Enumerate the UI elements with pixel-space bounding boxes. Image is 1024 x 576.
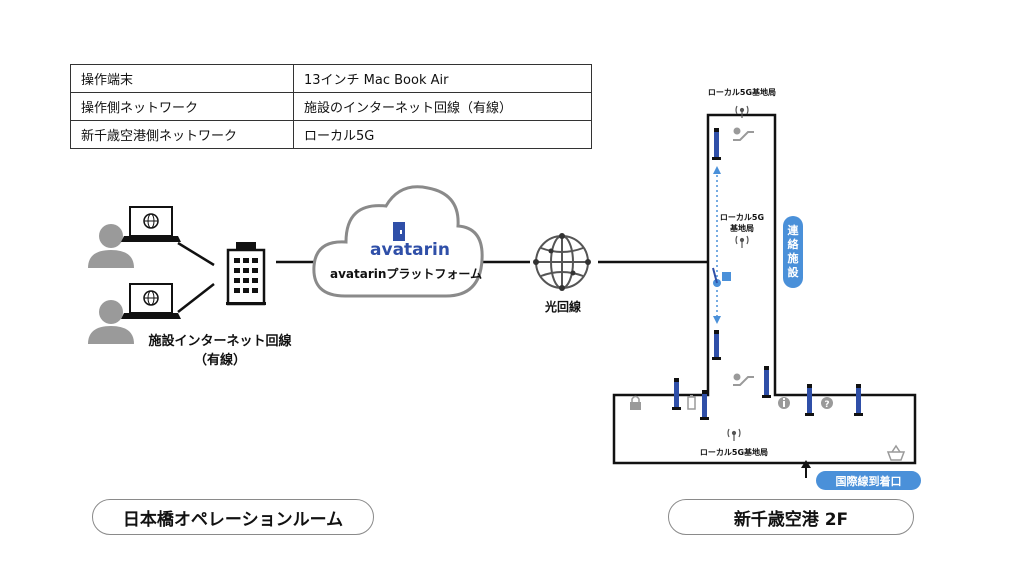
avatar-robot-icon [712,330,721,360]
spec-key: 新千歳空港側ネットワーク [70,120,294,149]
shop-basket-icon [886,444,906,461]
spec-table: 操作端末 13インチ Mac Book Air 操作側ネットワーク 施設のインタ… [70,64,592,149]
airport-floor-plan [612,113,917,465]
fiber-label: 光回線 [544,300,581,314]
cloud-icon [312,185,484,298]
laptop-icon [121,283,181,319]
avatar-robot-icon [854,384,863,416]
avatar-robot-icon [672,378,681,410]
connection-facility-char: 施 [787,252,799,265]
antenna-icon [735,105,749,118]
avatarin-door-icon [393,222,405,241]
escalator-icon [733,127,754,141]
route-arrow-down-icon [713,316,721,324]
base-station-label-mid: ローカル5G 基地局 [718,212,766,234]
avatar-robot-icon [700,390,709,420]
room-label-pill: 日本橋オペレーションルーム [92,499,374,535]
line-label-main: 施設インターネット回線 [148,334,292,349]
table-row: 操作端末 13インチ Mac Book Air [70,64,592,93]
connection-facility-char: 設 [787,266,799,279]
svg-text:?: ? [824,400,829,410]
info-icon [778,397,790,409]
operator-user-icon [88,224,134,268]
connection-facility-badge: 連 絡 施 設 [783,216,803,288]
operator-user-icon [88,300,134,344]
lock-icon [630,395,641,410]
spec-value: ローカル5G [293,120,592,149]
arrival-gate-badge: 国際線到着口 [816,471,921,490]
antenna-icon [727,428,741,441]
line-label: 施設インターネット回線 （有線） [140,330,300,368]
arrow-up-icon [801,460,811,478]
spec-key: 操作端末 [70,64,294,93]
escalator-icon [733,373,754,386]
avatarin-logo: avatarin [370,240,450,260]
base-station-label-bottom: ローカル5G基地局 [699,448,769,457]
floor-label-pill: 新千歳空港 2F [668,499,914,535]
globe-icon [535,235,589,289]
avatar-robot-icon [712,128,721,160]
route-arrow-up-icon [713,166,721,174]
building-icon [226,242,266,306]
table-row: 新千歳空港側ネットワーク ローカル5G [70,120,592,149]
laptop-icon [121,206,181,242]
base-station-mid-line-2: 基地局 [730,224,754,233]
avatar-robot-icon [805,384,814,416]
connection-facility-char: 連 [787,224,799,237]
line-label-sub: （有線） [193,353,246,368]
connection-facility-char: 絡 [787,238,799,251]
help-icon: ? [821,397,833,410]
spec-value: 13インチ Mac Book Air [293,64,592,93]
battery-icon [687,395,696,410]
robot-scooter-icon [712,267,731,287]
antenna-icon [735,235,749,248]
table-row: 操作側ネットワーク 施設のインターネット回線（有線） [70,92,592,121]
base-station-mid-line-1: ローカル5G [719,213,765,222]
connection-lines [177,241,708,313]
base-station-label-top: ローカル5G基地局 [707,88,777,97]
platform-label: avatarinプラットフォーム [330,267,483,281]
avatar-robot-icon [762,366,771,398]
spec-value: 施設のインターネット回線（有線） [293,92,592,121]
